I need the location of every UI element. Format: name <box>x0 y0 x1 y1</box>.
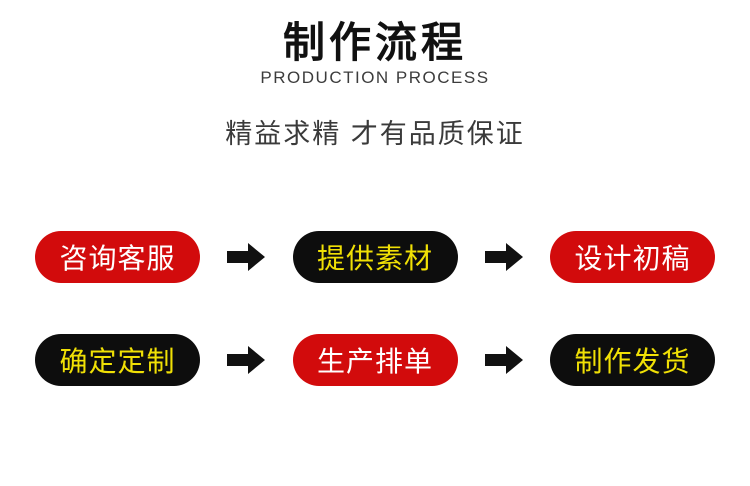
step-4-confirm-custom-pill: 确定定制 <box>35 334 200 387</box>
step-label: 咨询客服 <box>59 243 176 275</box>
step-3-design-draft-pill: 设计初稿 <box>550 231 715 284</box>
step-label: 生产排单 <box>316 346 433 378</box>
step-label: 制作发货 <box>574 346 691 378</box>
step-5-production-schedule-pill: 生产排单 <box>292 334 458 387</box>
right-arrow-icon <box>484 346 523 375</box>
step-label: 设计初稿 <box>574 243 691 275</box>
flow-row-bottom: 确定定制 生产排单 制作发货 <box>35 334 715 387</box>
right-arrow-icon <box>484 243 523 272</box>
page-subtitle: PRODUCTION PROCESS <box>260 68 490 88</box>
right-arrow-icon <box>227 346 266 375</box>
step-label: 提供素材 <box>316 243 433 275</box>
tagline: 精益求精 才有品质保证 <box>225 119 525 150</box>
step-2-provide-materials-pill: 提供素材 <box>292 231 458 284</box>
flow-row-top: 咨询客服 提供素材 设计初稿 <box>35 231 715 284</box>
step-label: 确定定制 <box>59 346 176 378</box>
step-1-consult-service-pill: 咨询客服 <box>35 231 200 284</box>
process-flow: 咨询客服 提供素材 设计初稿 确定定制 生产排单 <box>0 231 750 387</box>
step-6-make-and-ship-pill: 制作发货 <box>550 334 715 387</box>
page-title: 制作流程 <box>282 19 467 66</box>
right-arrow-icon <box>227 243 266 272</box>
